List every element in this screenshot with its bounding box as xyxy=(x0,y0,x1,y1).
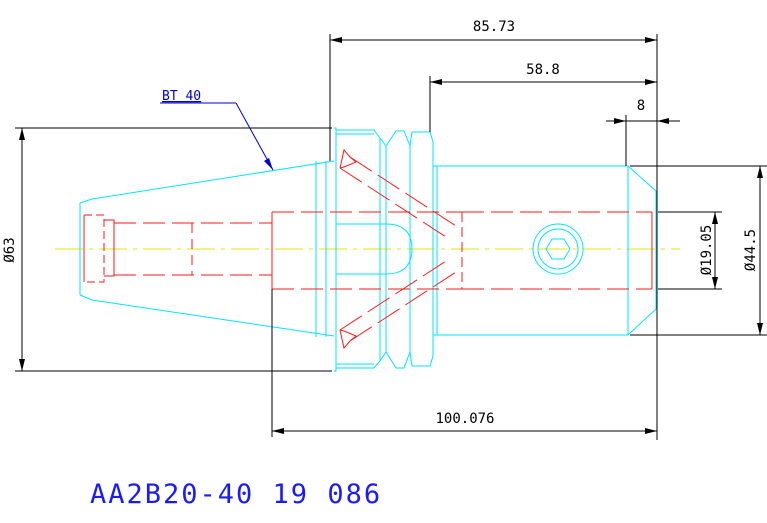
dimension-arrows xyxy=(19,37,763,434)
dimension-lines xyxy=(15,34,767,440)
taper-leader xyxy=(160,102,274,171)
dim-chamfer-width: 8 xyxy=(637,98,645,114)
tool-holder-outline xyxy=(79,127,657,372)
dim-overall-length: 85.73 xyxy=(473,19,515,35)
dim-body-diameter: Ø44.5 xyxy=(743,229,759,271)
taper-label: BT 40 xyxy=(162,89,201,104)
dim-shank-length: 58.8 xyxy=(526,62,560,78)
dim-flange-diameter: Ø63 xyxy=(2,237,18,262)
dim-gauge-length: 100.076 xyxy=(435,411,494,427)
part-number: AA2B20-40 19 086 xyxy=(90,479,382,510)
hidden-features xyxy=(83,148,653,350)
leader-arrow xyxy=(264,158,273,170)
dim-bore-diameter: Ø19.05 xyxy=(699,225,715,276)
